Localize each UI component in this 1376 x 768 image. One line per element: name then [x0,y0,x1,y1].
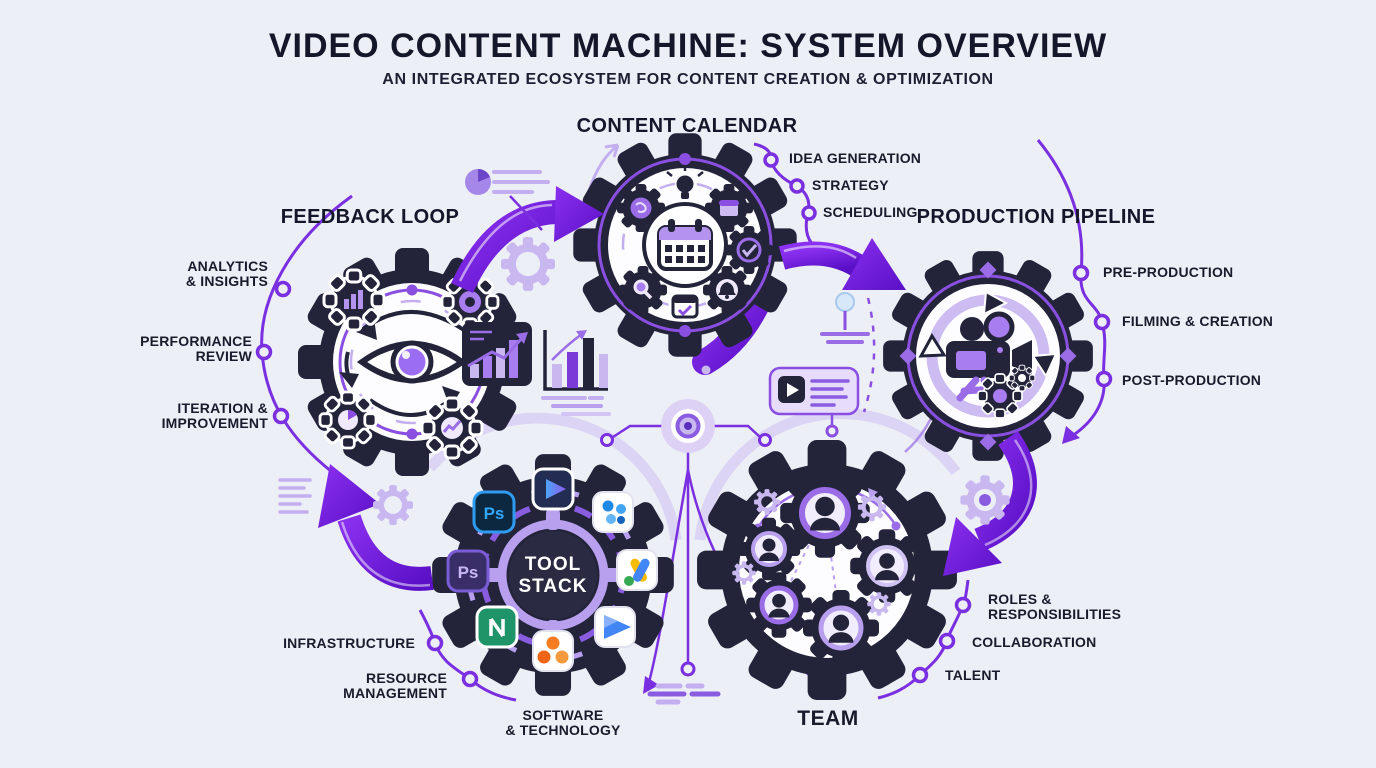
label-analytics-insights: ANALYTICS & INSIGHTS [185,258,268,290]
label-roles-responsibilities: ROLES & RESPONSIBILITIES [988,591,1122,623]
chain-nodes [255,152,1113,688]
label-collaboration: COLLABORATION [972,634,1097,650]
monitor-chart-decoration [462,322,532,386]
feedback-loop-gear [298,248,526,476]
calendar-check-icon [671,294,699,319]
photoshop-blue-icon: Ps [472,490,516,534]
check-circle-icon [725,226,773,274]
label-post-production: POST-PRODUCTION [1122,372,1262,388]
label-performance-review: PERFORMANCE REVIEW [140,333,252,365]
analytics-gear-icon [322,268,386,332]
brain-gear-icon [617,184,665,232]
settings-gear-icon [440,272,500,332]
cycle-arrow-left [918,333,947,358]
label-iteration-improvement: ITERATION & IMPROVEMENT [161,400,268,432]
pie-chart-decoration [465,169,550,231]
text-lines-decoration-bottom [647,683,721,705]
lightbulb-icon [666,165,704,199]
label-idea-generation: IDEA GENERATION [789,150,922,166]
pie-gear-icon [318,390,378,450]
team-member-gear-right [850,529,924,603]
label-infrastructure: INFRASTRUCTURE [283,635,415,651]
calendar-icon [642,202,728,288]
text-lines-decoration-mid [541,396,611,416]
tool-stack-gear: TOOL STACK Ps Ps [432,454,674,696]
photoshop-purple-icon: Ps [446,549,490,593]
notion-app-icon [475,605,519,649]
google-ads-icon [616,549,658,591]
ps-label-purple: Ps [458,563,479,582]
label-talent: TALENT [945,667,1001,683]
production-pipeline-gear [883,251,1093,461]
pin-decoration [820,292,870,344]
creative-app-icon [592,491,634,533]
tool-stack-center-line2: STACK [518,576,587,597]
team-member-gear-left [737,517,801,581]
flow-arrows [318,186,1037,591]
team-member-gear-bottom-left [746,572,812,638]
content-calendar-title: CONTENT CALENDAR [576,115,798,137]
team-member-gear-top [780,468,870,558]
team-gear [697,440,957,700]
page-title: VIDEO CONTENT MACHINE: SYSTEM OVERVIEW [268,27,1108,65]
content-calendar-gear [573,133,797,357]
search-gear-icon [619,266,667,314]
label-pre-production: PRE-PRODUCTION [1103,264,1234,280]
label-filming-creation: FILMING & CREATION [1122,313,1274,329]
tool-stack-center-line1: TOOL [525,554,581,575]
mini-calendar-icon [705,184,753,232]
video-card-decoration [768,366,860,438]
cycle-arrow-top [982,290,1009,316]
small-gears-icon [977,364,1036,419]
label-scheduling: SCHEDULING [823,204,918,220]
central-hub [661,399,715,453]
cycle-arrow-right [1031,352,1058,379]
trend-gear-icon [420,396,484,460]
text-lines-decoration-left [278,478,312,514]
gear-decoration-dot [979,494,991,506]
video-app-icon [531,467,575,511]
bar-chart-decoration [543,330,608,391]
bell-icon [703,266,751,314]
label-resource-management: RESOURCE MANAGEMENT [343,670,447,702]
tiny-arrow-decoration [868,488,878,498]
production-pipeline-title: PRODUCTION PIPELINE [916,206,1156,228]
page-subtitle: AN INTEGRATED ECOSYSTEM FOR CONTENT CREA… [382,71,994,88]
team-member-gear-bottom [803,590,879,666]
feedback-loop-title: FEEDBACK LOOP [280,206,460,228]
tasks-app-icon [532,630,574,672]
label-software-technology: SOFTWARE & TECHNOLOGY [505,707,621,739]
label-strategy: STRATEGY [812,177,889,193]
ribbon-dot [701,365,711,375]
ps-label-blue: Ps [484,504,505,523]
send-app-icon [594,606,636,648]
team-title: TEAM [797,707,859,730]
